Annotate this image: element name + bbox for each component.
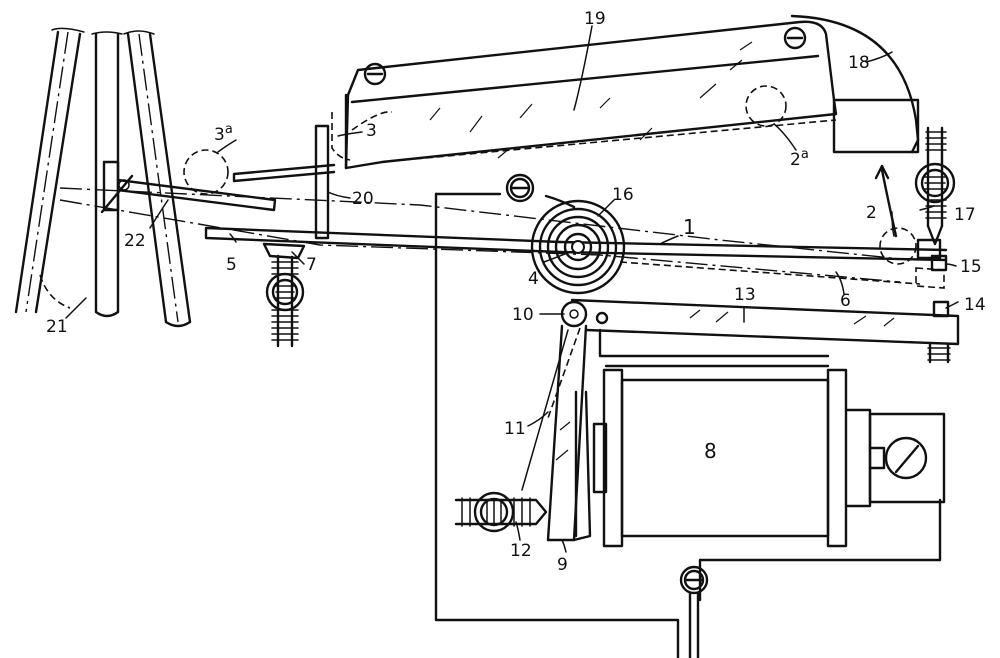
ref-3a: 3a: [214, 122, 233, 145]
post-20: [314, 124, 330, 240]
ref-16: 16: [612, 185, 634, 205]
ref-22: 22: [124, 231, 146, 251]
ref-2: 2: [866, 203, 877, 223]
adjust-screw-12: [454, 491, 548, 533]
ref-20: 20: [352, 189, 374, 209]
ref-13: 13: [734, 285, 756, 305]
lever-5: [204, 226, 562, 254]
ref-3a-sup: a: [225, 122, 233, 137]
housing-screw-right: [783, 26, 807, 50]
ref-18: 18: [848, 53, 870, 73]
position-2a: [745, 85, 787, 127]
ref-5: 5: [226, 255, 237, 275]
ref-21: 21: [46, 317, 68, 337]
position-2: [879, 227, 917, 265]
ref-2a: 2a: [790, 147, 809, 170]
arrow-swing: [874, 164, 898, 238]
stems-21: [14, 27, 192, 328]
leader-lines: [65, 25, 959, 553]
spring-16: [530, 199, 626, 295]
frame-screw-bottom: [679, 565, 709, 658]
finger-3-dashes: [351, 111, 393, 131]
ref-8: 8: [704, 439, 717, 463]
stem-clamp: [102, 160, 120, 212]
armature-13: [570, 298, 960, 346]
housing-screw-left: [363, 62, 387, 86]
ref-14: 14: [964, 295, 986, 315]
ref-7: 7: [306, 255, 317, 275]
ref-4: 4: [528, 269, 539, 289]
electromagnet-8: [592, 368, 946, 548]
ref-1: 1: [683, 215, 696, 239]
swing-line-lower: [59, 199, 901, 283]
ref-2a-num: 2: [790, 150, 801, 170]
ref-3a-num: 3: [214, 125, 225, 145]
contact-15: [915, 254, 948, 289]
pivot-4: [563, 232, 593, 262]
ref-6: 6: [840, 291, 851, 311]
finger-3: [331, 112, 351, 161]
ref-11: 11: [504, 419, 526, 439]
arm-6: [619, 261, 921, 285]
front-plate: [232, 163, 336, 183]
adjust-screw-17: [914, 126, 956, 260]
guide-18: [790, 14, 920, 154]
ref-2a-sup: a: [801, 147, 809, 162]
spring-11-dashed: [547, 327, 581, 419]
swing-line-upper: [59, 187, 911, 261]
ref-15: 15: [960, 257, 982, 277]
housing-19: [344, 20, 838, 170]
ref-19: 19: [584, 9, 606, 29]
ref-10: 10: [512, 305, 534, 325]
ref-9: 9: [557, 555, 568, 575]
lever-9: [546, 324, 592, 542]
frame-screw-top: [505, 173, 535, 203]
ref-17: 17: [954, 205, 976, 225]
ref-3: 3: [366, 121, 377, 141]
rod-22: [100, 174, 277, 214]
ref-12: 12: [510, 541, 532, 561]
adjust-screw-7: [262, 242, 306, 348]
position-3a: [183, 149, 229, 195]
contact-screw-14: [927, 300, 951, 364]
